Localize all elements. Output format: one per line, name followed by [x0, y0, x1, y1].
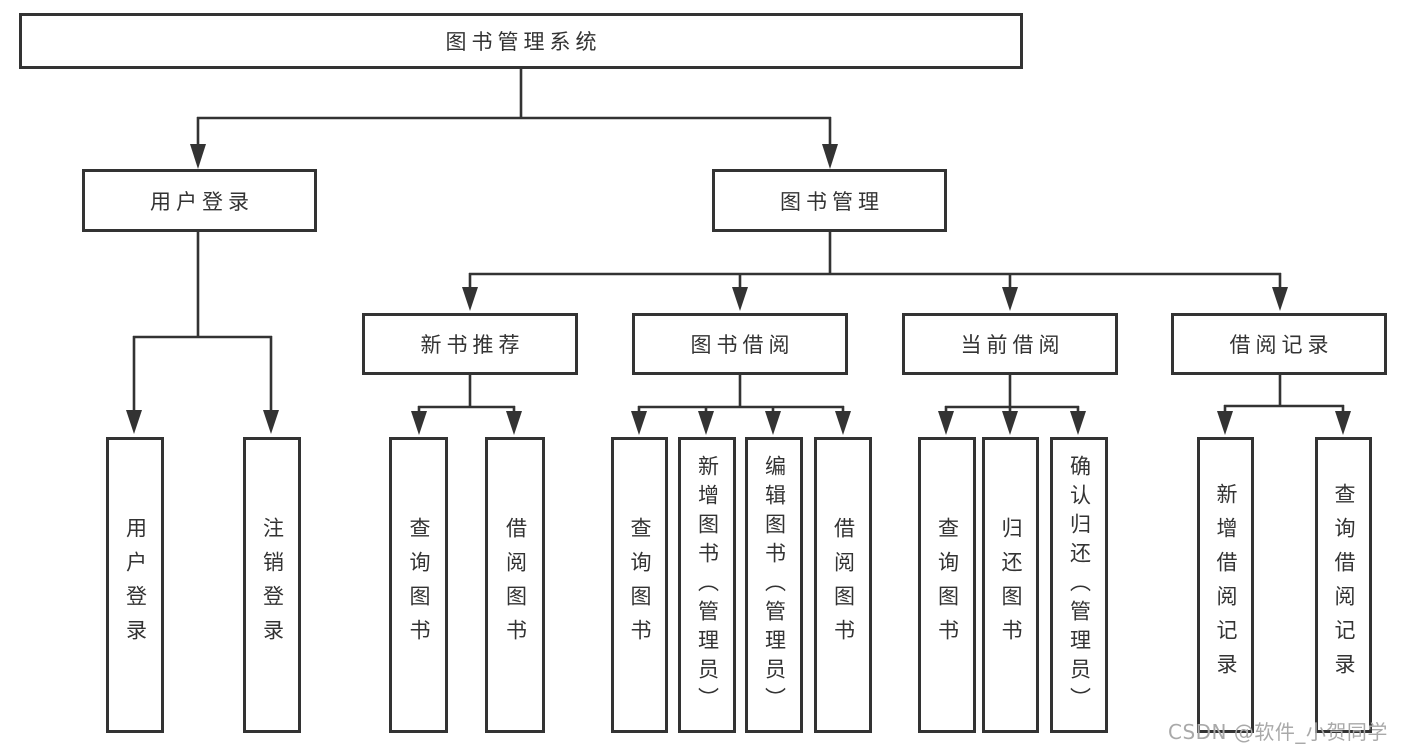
arrowhead	[938, 411, 954, 435]
arrowhead	[1002, 411, 1018, 435]
arrowhead	[732, 287, 748, 311]
node-book-management: 图书管理	[712, 169, 947, 232]
node-label: 图书管理系统	[445, 30, 602, 54]
leaf-label: 查询图书	[628, 517, 653, 653]
leaf-borrow-books-borrowing: 借阅图书	[814, 437, 872, 733]
arrowhead	[1272, 287, 1288, 311]
leaf-label: 编辑图书（管理员）	[762, 454, 787, 716]
leaf-confirm-return-admin: 确认归还（管理员）	[1050, 437, 1108, 733]
leaf-label: 注销登录	[260, 517, 285, 653]
node-user-login: 用户登录	[82, 169, 317, 232]
leaf-label: 借阅图书	[831, 517, 856, 653]
node-current-borrowing: 当前借阅	[902, 313, 1118, 375]
leaf-query-books-borrowing: 查询图书	[611, 437, 668, 733]
arrowhead	[1217, 411, 1233, 435]
leaf-label: 新增图书（管理员）	[695, 454, 720, 716]
leaf-return-books: 归还图书	[982, 437, 1039, 733]
node-label: 当前借阅	[960, 333, 1065, 357]
arrowhead	[631, 411, 647, 435]
leaf-label: 借阅图书	[503, 517, 528, 653]
arrowhead	[1070, 411, 1086, 435]
leaf-edit-books-admin: 编辑图书（管理员）	[745, 437, 803, 733]
leaf-label: 查询借阅记录	[1332, 483, 1357, 687]
node-label: 图书管理	[780, 189, 884, 214]
csdn-watermark: CSDN @软件_小贺同学	[1168, 720, 1388, 744]
arrowhead	[506, 411, 522, 435]
leaf-label: 确认归还（管理员）	[1067, 454, 1092, 716]
node-library-management-system: 图书管理系统	[19, 13, 1023, 69]
leaf-add-borrow-record: 新增借阅记录	[1197, 437, 1254, 733]
leaf-user-login: 用户登录	[106, 437, 164, 733]
node-label: 新书推荐	[420, 333, 525, 357]
arrowhead	[190, 144, 206, 169]
leaf-logout: 注销登录	[243, 437, 301, 733]
leaf-label: 归还图书	[999, 517, 1024, 653]
node-new-book-recommendation: 新书推荐	[362, 313, 578, 375]
arrowhead	[126, 410, 142, 434]
arrowhead	[765, 411, 781, 435]
arrowhead	[698, 411, 714, 435]
leaf-query-books-current: 查询图书	[918, 437, 976, 733]
arrowhead	[411, 411, 427, 435]
leaf-query-books-recommend: 查询图书	[389, 437, 448, 733]
arrowhead	[822, 144, 838, 169]
leaf-query-borrow-record: 查询借阅记录	[1315, 437, 1372, 733]
node-book-borrowing: 图书借阅	[632, 313, 848, 375]
arrowhead	[835, 411, 851, 435]
node-label: 用户登录	[150, 189, 254, 214]
leaf-borrow-books-recommend: 借阅图书	[485, 437, 545, 733]
leaf-add-books-admin: 新增图书（管理员）	[678, 437, 736, 733]
arrowhead	[1335, 411, 1351, 435]
node-borrowing-records: 借阅记录	[1171, 313, 1387, 375]
node-label: 图书借阅	[690, 333, 795, 357]
node-label: 借阅记录	[1229, 333, 1334, 357]
leaf-label: 新增借阅记录	[1214, 483, 1239, 687]
leaf-label: 用户登录	[123, 517, 148, 653]
arrowhead	[1002, 287, 1018, 311]
arrowhead	[462, 287, 478, 311]
leaf-label: 查询图书	[935, 517, 960, 653]
leaf-label: 查询图书	[407, 517, 432, 653]
arrowhead	[263, 410, 279, 434]
